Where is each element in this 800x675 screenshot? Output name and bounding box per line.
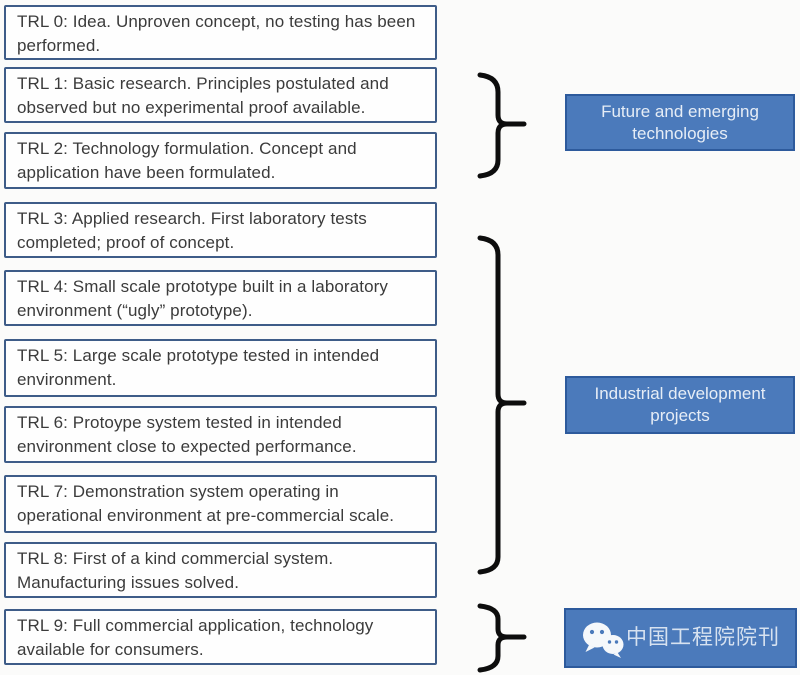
trl-box-4-text: TRL 4: Small scale prototype built in a … [17,277,388,320]
group-label-industrial-text: Industrial development projects [594,384,766,425]
watermark: 中国工程院院刊 [570,616,791,660]
trl-box-3: TRL 3: Applied research. First laborator… [4,202,437,258]
trl-box-8: TRL 8: First of a kind commercial system… [4,542,437,598]
trl-box-9: TRL 9: Full commercial application, tech… [4,609,437,665]
trl-box-2-text: TRL 2: Technology formulation. Concept a… [17,139,357,182]
trl-box-9-text: TRL 9: Full commercial application, tech… [17,616,374,659]
group-label-industrial: Industrial development projects [565,376,795,434]
trl-box-1: TRL 1: Basic research. Principles postul… [4,67,437,123]
brace-commercial [477,603,527,673]
trl-box-5-text: TRL 5: Large scale prototype tested in i… [17,346,380,389]
trl-box-3-text: TRL 3: Applied research. First laborator… [17,209,367,252]
trl-box-8-text: TRL 8: First of a kind commercial system… [17,549,334,592]
trl-box-5: TRL 5: Large scale prototype tested in i… [4,339,437,397]
trl-box-7: TRL 7: Demonstration system operating in… [4,475,437,533]
group-label-future-text: Future and emerging technologies [601,101,759,143]
trl-box-2: TRL 2: Technology formulation. Concept a… [4,132,437,189]
trl-box-6: TRL 6: Protoype system tested in intende… [4,406,437,463]
trl-box-7-text: TRL 7: Demonstration system operating in… [17,482,395,525]
brace-future [477,72,527,179]
trl-box-0-text: TRL 0: Idea. Unproven concept, no testin… [17,12,416,55]
trl-box-4: TRL 4: Small scale prototype built in a … [4,270,437,326]
trl-box-0: TRL 0: Idea. Unproven concept, no testin… [4,5,437,60]
watermark-text: 中国工程院院刊 [626,626,780,649]
brace-layer [477,72,527,673]
wechat-icon [583,622,624,658]
trl-box-1-text: TRL 1: Basic research. Principles postul… [17,74,389,117]
group-label-watermarked: 中国工程院院刊 [564,608,797,668]
trl-box-6-text: TRL 6: Protoype system tested in intende… [17,413,357,456]
brace-industrial [477,235,527,575]
group-label-future: Future and emerging technologies [565,94,795,151]
